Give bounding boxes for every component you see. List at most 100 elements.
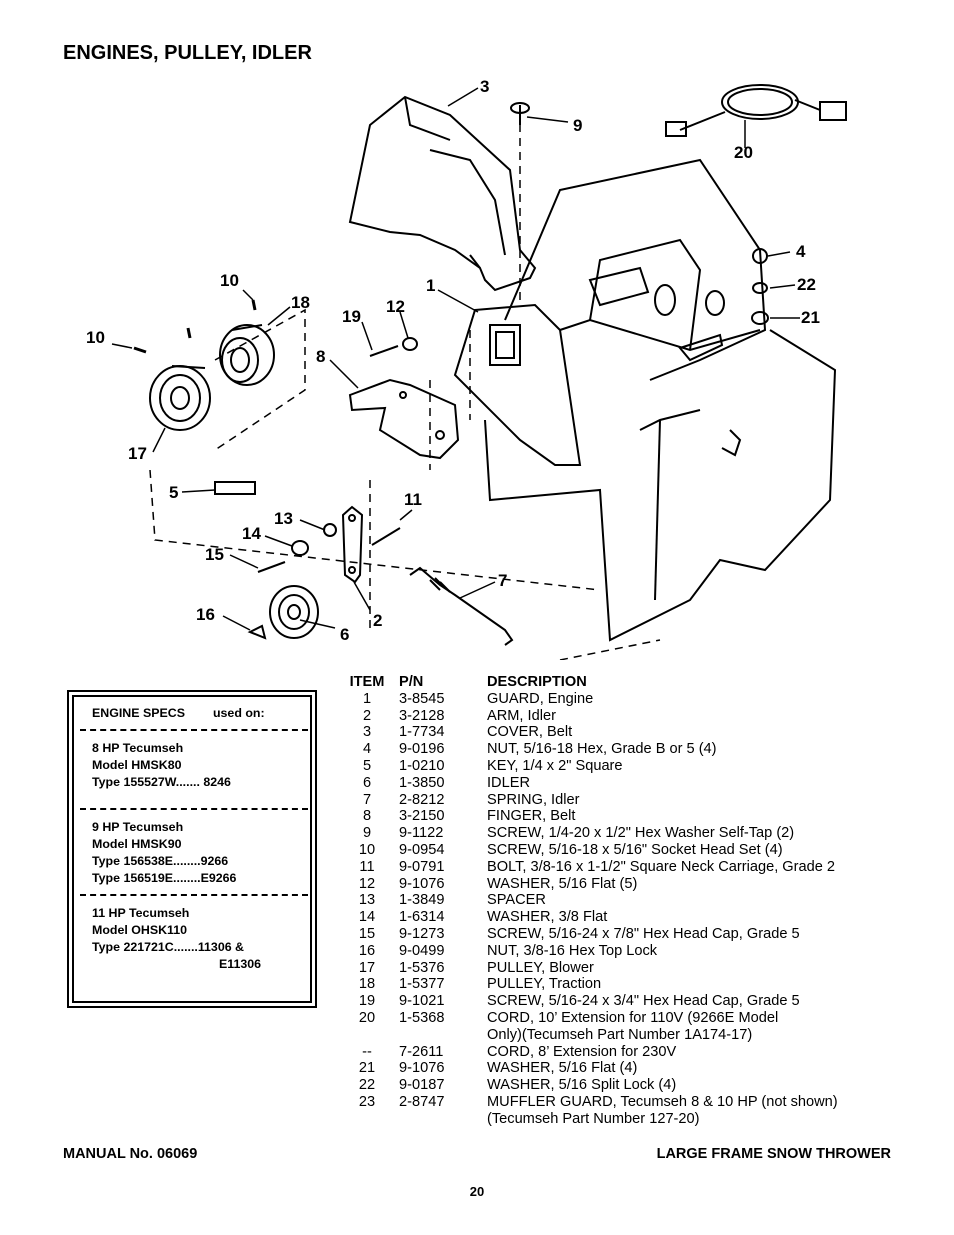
item-cell: 21 xyxy=(358,1060,376,1077)
item-cell: 1 xyxy=(362,690,372,707)
callout-7: 7 xyxy=(498,571,507,590)
description-cell: PULLEY, Blower xyxy=(487,959,594,976)
pn-cell: 9-1122 xyxy=(399,825,444,842)
item-cell: 23 xyxy=(358,1093,376,1110)
item-cell: -- xyxy=(362,1043,372,1060)
key xyxy=(214,481,256,495)
belt-cover xyxy=(348,95,537,292)
callout-5: 5 xyxy=(169,483,178,502)
item-cell xyxy=(338,1111,396,1128)
specs-heading: ENGINE SPECS xyxy=(92,706,185,720)
table-row: 10 9-0954 SCREW, 5/16-18 x 5/16" Socket He… xyxy=(338,842,838,859)
hardware xyxy=(247,102,769,640)
table-row: 5 1-0210 KEY, 1/4 x 2" Square xyxy=(338,758,838,775)
pn-cell: 9-1076 xyxy=(399,875,445,892)
pn-cell: 1-0210 xyxy=(399,757,445,774)
callout-8: 8 xyxy=(316,347,325,366)
footer-manual-number: MANUAL No. 06069 xyxy=(63,1146,198,1162)
callout-2: 2 xyxy=(373,611,382,630)
blower-pulley xyxy=(149,365,211,431)
pn-cell xyxy=(396,1111,486,1128)
item-cell: 13 xyxy=(358,892,376,909)
pn-cell: 1-7734 xyxy=(399,724,445,741)
description-cell: (Tecumseh Part Number 127-20) xyxy=(487,1110,700,1127)
description-cell: CORD, 8’ Extension for 230V xyxy=(487,1043,677,1060)
specs-divider xyxy=(80,894,308,896)
specs-divider xyxy=(80,808,308,810)
parts-header-row: ITEM P/N DESCRIPTION xyxy=(338,674,838,691)
callout-9: 9 xyxy=(573,116,582,135)
callout-16: 16 xyxy=(196,605,215,624)
idler-pulley xyxy=(269,585,319,639)
item-cell: 10 xyxy=(358,841,376,858)
specs-line: 11 HP Tecumseh xyxy=(92,906,190,920)
description-cell: ARM, Idler xyxy=(487,707,556,724)
callout-13: 13 xyxy=(274,509,293,528)
specs-line: 8 HP Tecumseh xyxy=(92,741,184,755)
pn-cell: 9-0954 xyxy=(399,841,445,858)
specs-group-9hp: 9 HP Tecumseh Model HMSK90 Type 156538E.… xyxy=(92,819,302,887)
item-cell: 11 xyxy=(359,858,375,875)
pn-cell: 9-0196 xyxy=(399,741,445,758)
pn-cell: 1-6314 xyxy=(399,909,445,926)
pn-cell: 7-2611 xyxy=(399,1043,444,1060)
exploded-parts-diagram: 3 9 20 4 22 21 10 18 1 19 12 10 8 17 5 1… xyxy=(86,77,847,660)
item-cell: 9 xyxy=(362,825,372,842)
pn-cell: 9-1273 xyxy=(399,925,445,942)
idler-spring xyxy=(409,566,514,646)
description-cell: SCREW, 5/16-24 x 7/8" Hex Head Cap, Grad… xyxy=(487,925,800,942)
assembly-lines xyxy=(149,110,661,660)
specs-group-8hp: 8 HP Tecumseh Model HMSK80 Type 155527W.… xyxy=(92,740,302,791)
specs-divider xyxy=(80,729,308,731)
item-cell: 19 xyxy=(358,993,376,1010)
table-row: Only)(Tecumseh Part Number 1A174-17) xyxy=(338,1027,838,1044)
set-screws xyxy=(133,299,257,354)
callout-21: 21 xyxy=(801,308,820,327)
extension-cord xyxy=(665,84,847,137)
description-cell: IDLER xyxy=(487,774,530,791)
description-cell: KEY, 1/4 x 2" Square xyxy=(487,757,623,774)
description-cell: Only)(Tecumseh Part Number 1A174-17) xyxy=(487,1026,753,1043)
description-cell: WASHER, 5/16 Flat (5) xyxy=(487,875,638,892)
callout-3: 3 xyxy=(480,77,489,96)
pn-cell: 1-5376 xyxy=(399,959,445,976)
traction-pulley xyxy=(219,324,275,386)
pn-cell: 9-0499 xyxy=(399,942,445,959)
specs-group-11hp: 11 HP Tecumseh Model OHSK110 Type 221721… xyxy=(92,905,302,973)
item-cell: 4 xyxy=(362,741,372,758)
description-cell: SCREW, 5/16-18 x 5/16" Socket Head Set (… xyxy=(487,841,783,858)
callout-17: 17 xyxy=(128,444,147,463)
item-cell: 3 xyxy=(362,724,372,741)
description-cell: GUARD, Engine xyxy=(487,690,594,707)
description-cell: WASHER, 5/16 Flat (4) xyxy=(487,1060,638,1077)
page-number: 20 xyxy=(469,1184,485,1199)
item-cell: 5 xyxy=(362,757,372,774)
pn-cell: 1-5377 xyxy=(399,976,445,993)
item-cell: 8 xyxy=(362,808,372,825)
pn-cell: 3-2150 xyxy=(399,808,445,825)
specs-line: E11306 xyxy=(219,957,262,971)
description-cell: MUFFLER GUARD, Tecumseh 8 & 10 HP (not s… xyxy=(487,1093,838,1110)
header-description: DESCRIPTION xyxy=(487,674,587,690)
callout-10-top: 10 xyxy=(220,271,239,290)
description-cell: SPACER xyxy=(487,892,546,909)
callout-20: 20 xyxy=(734,143,753,162)
pn-cell: 1-3850 xyxy=(399,774,445,791)
pn-cell: 9-0187 xyxy=(399,1077,445,1094)
description-cell: SPRING, Idler xyxy=(487,791,580,808)
